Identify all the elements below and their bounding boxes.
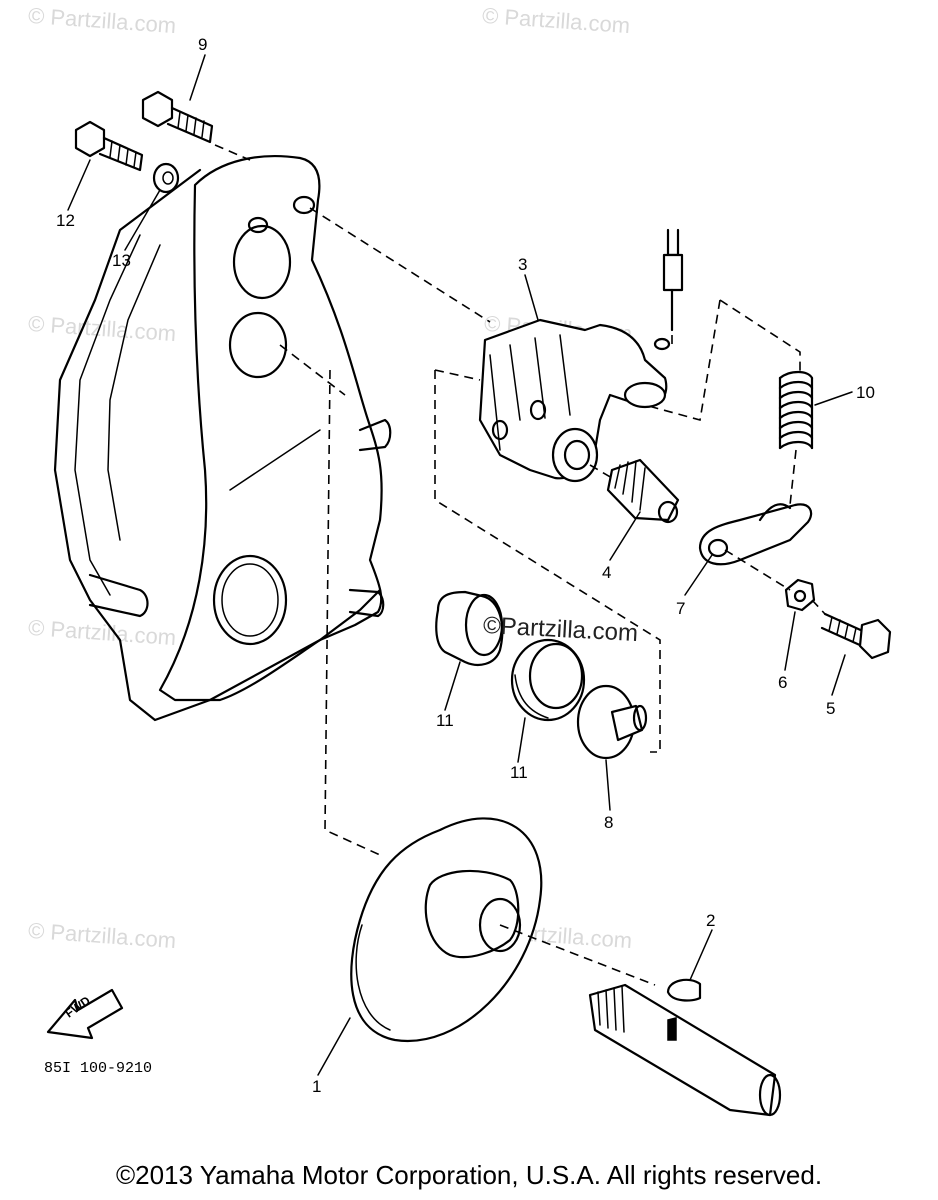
sheave-1	[350, 817, 543, 1043]
guide-3	[478, 318, 668, 483]
housing-cover	[53, 155, 392, 722]
callout-11-left: 11	[436, 711, 454, 730]
bushing-11-right	[510, 638, 586, 722]
leader-lines	[67, 54, 853, 1076]
worm-4	[606, 458, 680, 524]
callout-6: 6	[778, 673, 788, 692]
lever-7	[698, 503, 813, 566]
bolt-5	[820, 612, 892, 660]
callout-9: 9	[198, 35, 208, 54]
shaft	[588, 983, 782, 1117]
callout-1: 1	[312, 1077, 322, 1096]
bolt-12	[74, 120, 144, 172]
callout-8: 8	[604, 813, 614, 832]
callout-4: 4	[602, 563, 612, 582]
bushing-11-left	[435, 590, 504, 666]
callout-10: 10	[856, 383, 875, 402]
callout-2: 2	[706, 911, 716, 930]
cable-end	[653, 228, 684, 351]
diagram-code: 85I 100-9210	[44, 1060, 153, 1077]
nut-6	[784, 578, 816, 612]
bolt-9	[141, 90, 214, 144]
spring-10	[778, 370, 814, 450]
callout-3: 3	[518, 255, 528, 274]
washer-13	[152, 162, 180, 194]
callout-5: 5	[826, 699, 836, 718]
assembly-guide-lines	[214, 144, 826, 986]
key-2	[666, 978, 702, 1002]
callout-7: 7	[676, 599, 686, 618]
collar-8	[576, 684, 648, 760]
callout-13: 13	[112, 251, 131, 270]
callout-12: 12	[56, 211, 75, 230]
callout-11-right: 11	[510, 763, 528, 782]
copyright-notice: ©2013 Yamaha Motor Corporation, U.S.A. A…	[115, 1160, 823, 1190]
fwd-arrow-icon	[46, 988, 124, 1040]
